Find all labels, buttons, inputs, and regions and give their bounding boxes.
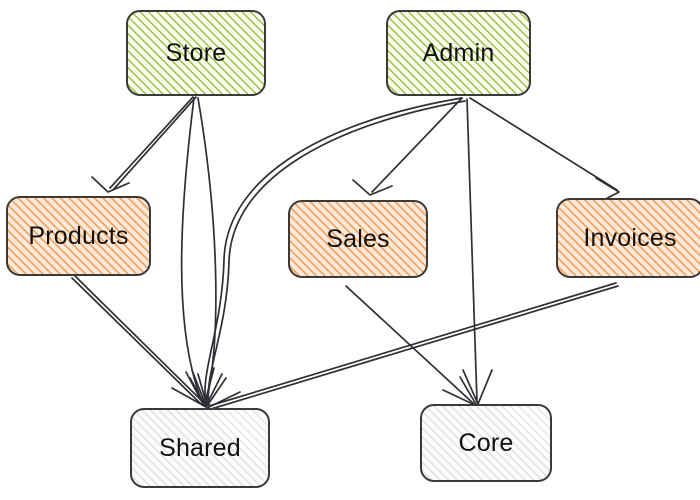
edge-store-products bbox=[91, 96, 197, 193]
node-admin[interactable]: Admin bbox=[386, 10, 531, 96]
node-core-label: Core bbox=[458, 428, 514, 457]
node-invoices-label: Invoices bbox=[583, 223, 677, 252]
node-shared[interactable]: Shared bbox=[130, 408, 270, 488]
edge-admin-invoices bbox=[469, 97, 620, 203]
node-store-label: Store bbox=[165, 38, 227, 67]
node-products[interactable]: Products bbox=[6, 196, 151, 276]
node-shared-label: Shared bbox=[159, 433, 241, 462]
edge-products-shared bbox=[71, 275, 207, 408]
edge-store-shared-b bbox=[191, 97, 223, 407]
node-sales-label: Sales bbox=[326, 224, 390, 253]
edge-sales-core bbox=[345, 285, 478, 407]
node-products-label: Products bbox=[28, 221, 129, 250]
node-admin-label: Admin bbox=[422, 38, 495, 67]
node-sales[interactable]: Sales bbox=[288, 200, 428, 278]
edge-admin-core bbox=[462, 98, 493, 405]
edge-admin-sales bbox=[352, 97, 463, 196]
node-store[interactable]: Store bbox=[126, 10, 266, 96]
edge-invoices-shared bbox=[206, 282, 619, 420]
edge-admin-shared bbox=[197, 97, 466, 407]
node-core[interactable]: Core bbox=[420, 404, 552, 482]
node-invoices[interactable]: Invoices bbox=[556, 198, 700, 278]
